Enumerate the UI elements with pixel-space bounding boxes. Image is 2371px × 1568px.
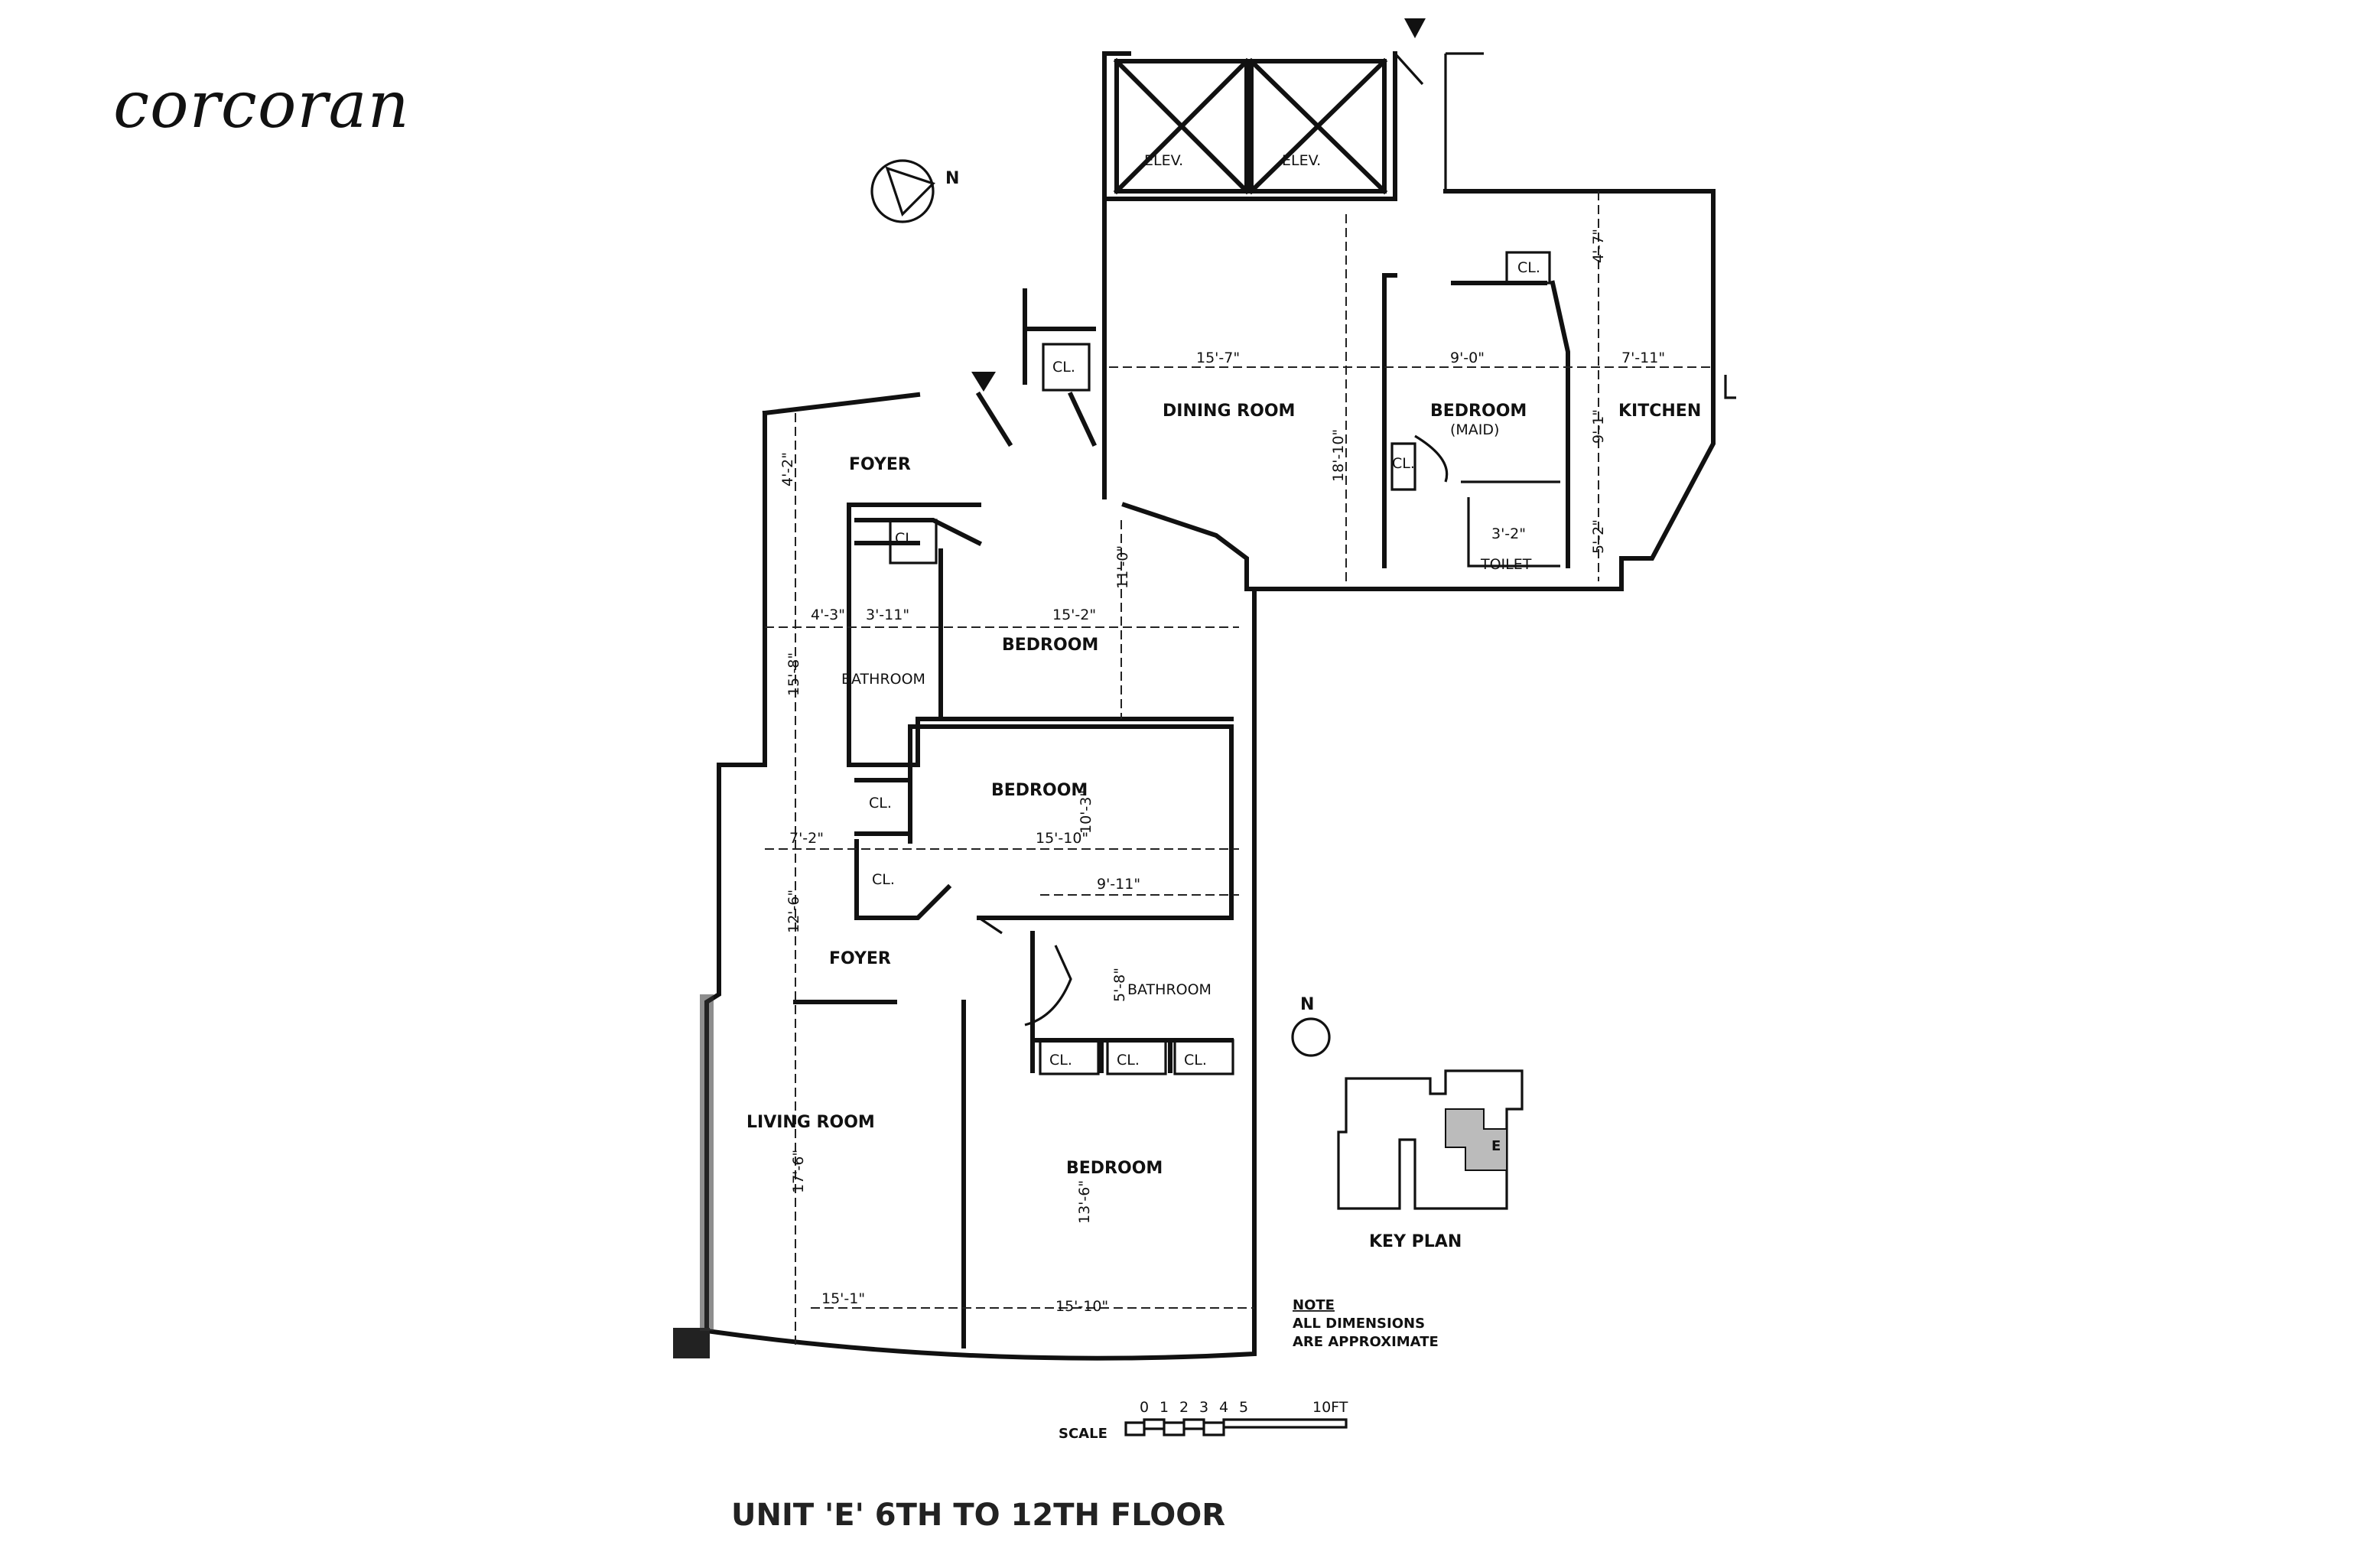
room-bathroom: BATHROOM [841,671,925,688]
north-wing-walls [1102,189,1736,591]
elevator-label: ELEV. [1144,152,1183,169]
elevator-core [1102,18,1484,201]
dim: 5'-8" [1111,968,1128,1002]
dim: 18'-10" [1330,429,1347,482]
plan-title: UNIT 'E' 6TH TO 12TH FLOOR [731,1498,1225,1533]
entry-marker-icon [971,372,996,392]
dim: 15'-10" [1036,830,1088,847]
north-arrow-icon: N N [870,159,1331,1057]
dim: 4'-3" [811,607,845,623]
dim: 9'-0" [1450,350,1485,366]
note-line: ARE APPROXIMATE [1293,1334,1439,1350]
room-bedroom: BEDROOM [991,781,1088,800]
scale-tick: 4 [1219,1399,1228,1416]
closet-label: CL. [1392,455,1415,472]
note-line: ALL DIMENSIONS [1293,1316,1425,1332]
closet-label: CL. [1049,1052,1072,1069]
corcoran-logo: corcoran [113,67,410,142]
room-maid-bedroom: BEDROOM [1430,402,1527,421]
dimensions-note: NOTE ALL DIMENSIONS ARE APPROXIMATE [1293,1297,1439,1350]
scale-tick: 1 [1159,1399,1169,1416]
dim: 5'-2" [1590,519,1607,554]
scale-end: 10FT [1312,1399,1348,1416]
dim: 15'-8" [785,652,802,696]
room-toilet: TOILET [1480,556,1532,573]
dim: 7'-11" [1621,350,1665,366]
elevator-label: ELEV. [1282,152,1321,169]
room-living: LIVING ROOM [746,1113,875,1132]
closet-label: CL. [1184,1052,1207,1069]
room-bathroom: BATHROOM [1127,981,1212,998]
compass-north-label: N [945,169,959,188]
scale-tick: 2 [1179,1399,1189,1416]
dim: 13'-6" [1076,1180,1093,1224]
closet-label: CL. [1052,359,1075,376]
note-heading: NOTE [1293,1297,1335,1313]
west-wing-walls [673,288,1257,1361]
dim: 11'-0" [1114,545,1131,589]
dim: 3'-11" [866,607,909,623]
scale-tick: 0 [1140,1399,1149,1416]
scale-tick: 3 [1199,1399,1208,1416]
room-foyer: FOYER [829,949,891,968]
key-plan: E KEY PLAN [1337,1069,1524,1251]
dim: 4'-2" [779,452,796,486]
room-kitchen: KITCHEN [1618,402,1701,421]
dim: 15'-2" [1052,607,1096,623]
keyplan-label: KEY PLAN [1369,1232,1462,1251]
dim: 10'-3" [1078,790,1094,834]
dimension-labels: 15'-7" 9'-0" 7'-11" 18'-10" 9'-1" 4'-7" … [779,229,1665,1315]
room-maid-sub: (MAID) [1450,421,1499,438]
dim: 15'-7" [1196,350,1240,366]
dim: 12'-6" [785,890,802,933]
dim: 15'-10" [1055,1298,1108,1315]
entry-marker-icon [1404,18,1426,38]
dimension-lines [765,191,1713,1346]
closet-label: CL. [869,795,892,812]
dim: 17'-6" [790,1150,807,1193]
scale-bar: SCALE 0 1 2 3 4 5 10FT [1059,1399,1348,1442]
dim: 9'-11" [1097,876,1140,893]
scale-label: SCALE [1059,1426,1107,1442]
closet-label: CL. [872,871,895,888]
keyplan-compass-label: N [1300,995,1314,1014]
closet-label: CL. [1117,1052,1140,1069]
room-foyer: FOYER [849,455,911,474]
dim: 7'-2" [789,830,824,847]
room-bedroom: BEDROOM [1066,1159,1163,1178]
keyplan-unit-label: E [1491,1138,1501,1154]
scale-tick: 5 [1239,1399,1248,1416]
closet-label: CL. [1517,259,1540,276]
room-bedroom: BEDROOM [1002,636,1098,655]
closet-label: CL. [895,530,918,547]
dim: 4'-7" [1590,229,1607,263]
dim: 9'-1" [1590,409,1607,444]
room-dining: DINING ROOM [1163,402,1295,421]
dim: 3'-2" [1491,525,1526,542]
dim: 15'-1" [821,1290,865,1307]
